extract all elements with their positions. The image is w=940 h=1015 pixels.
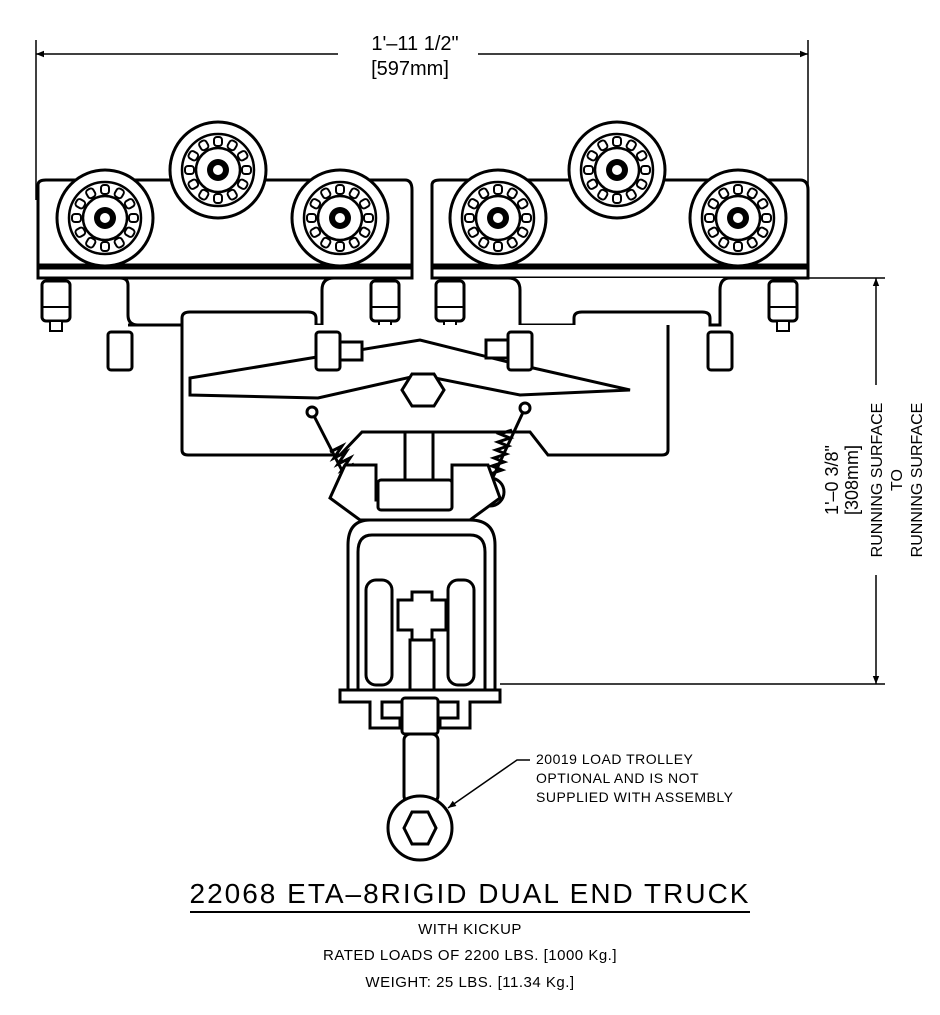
to-label: TO xyxy=(889,469,906,491)
drawing-title-block: 22068 ETA–8RIGID DUAL END TRUCK xyxy=(0,878,940,913)
drawing-subtitle: WITH KICKUP xyxy=(418,921,522,938)
running-surface-label-b: RUNNING SURFACE xyxy=(909,403,926,558)
height-imperial-label: 1'–0 3/8" xyxy=(822,445,842,515)
load-trolley-leader xyxy=(447,759,530,809)
callout-line-2: OPTIONAL AND IS NOT xyxy=(536,770,700,786)
callout-line-1: 20019 LOAD TROLLEY xyxy=(536,751,694,767)
drawing-title: 22068 ETA–8RIGID DUAL END TRUCK xyxy=(189,878,751,913)
running-surface-label-a: RUNNING SURFACE xyxy=(869,403,886,558)
width-imperial-label: 1'–11 1/2" xyxy=(371,33,458,55)
width-dimension xyxy=(35,40,809,200)
callout-line-3: SUPPLIED WITH ASSEMBLY xyxy=(536,789,734,805)
width-metric-label: [597mm] xyxy=(371,58,449,80)
height-dimension xyxy=(500,277,885,685)
load-trolley-callout: 20019 LOAD TROLLEY OPTIONAL AND IS NOT S… xyxy=(536,750,733,807)
weight-text: WEIGHT: 25 LBS. [11.34 Kg.] xyxy=(365,974,575,991)
side-bolts xyxy=(106,330,734,372)
main-frame xyxy=(119,276,731,457)
hanger-assembly xyxy=(328,430,502,862)
rated-loads-text: RATED LOADS OF 2200 LBS. [1000 Kg.] xyxy=(322,947,618,964)
height-metric-label: [308mm] xyxy=(842,445,862,515)
center-hex-nut xyxy=(400,372,446,408)
